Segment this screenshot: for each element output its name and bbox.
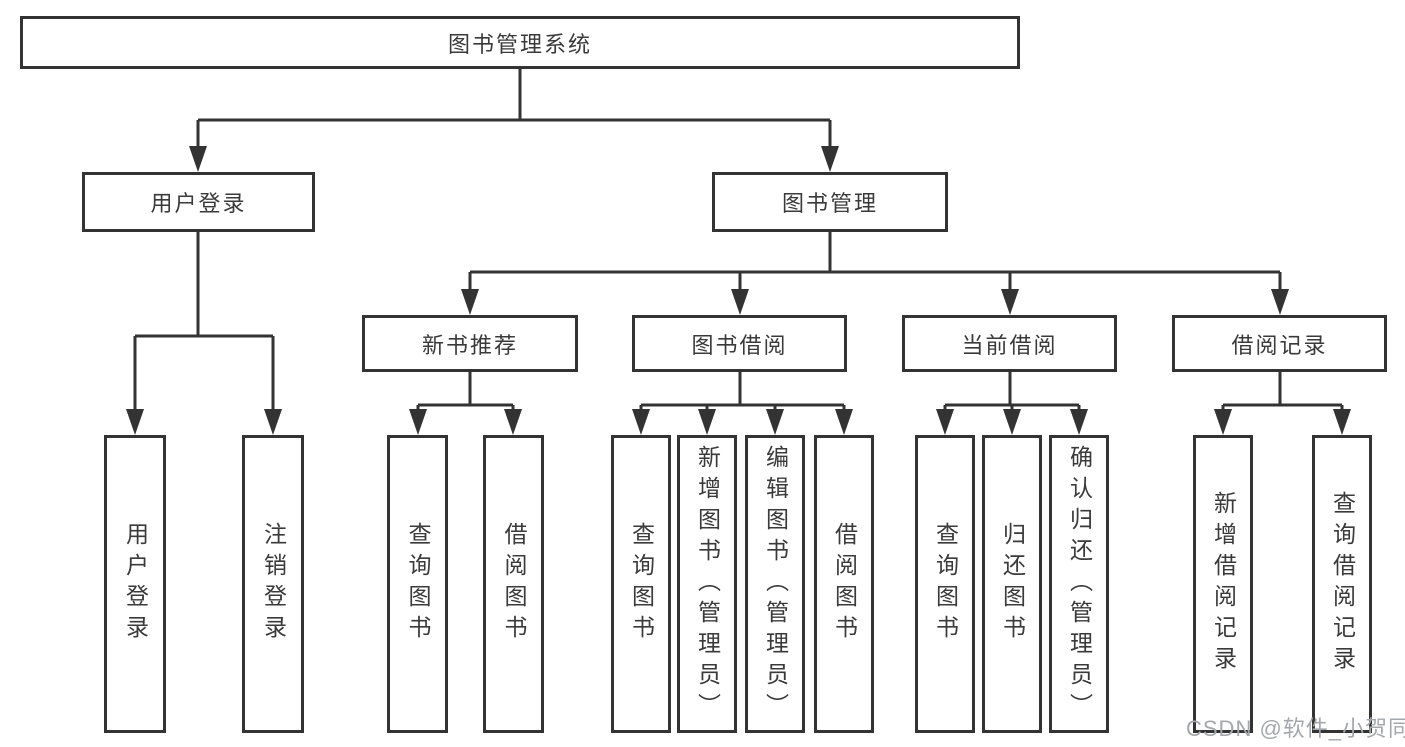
leaf-label: 查询图书	[628, 522, 655, 646]
node-user-login: 用户登录	[82, 172, 315, 232]
leaf-label: 借阅图书	[501, 522, 527, 646]
node-new-book-recommend: 新书推荐	[362, 315, 578, 372]
connector-book-management-children	[461, 232, 1289, 315]
node-leaf-borrow-books-2: 借阅图书	[814, 435, 874, 733]
connector-book-borrow-children	[632, 372, 853, 435]
csdn-watermark: CSDN @软件_小贺同学	[1186, 716, 1405, 741]
node-leaf-confirm-return-admin: 确认归还（管理员）	[1049, 435, 1109, 733]
leaf-label: 查询借阅记录	[1329, 491, 1356, 677]
node-leaf-query-borrow-record: 查询借阅记录	[1312, 435, 1372, 733]
node-leaf-add-book-admin: 新增图书（管理员）	[677, 435, 737, 733]
leaf-label: 新增图书（管理员）	[694, 444, 721, 724]
node-leaf-logout: 注销登录	[242, 435, 304, 733]
node-leaf-query-books-3: 查询图书	[915, 435, 975, 733]
node-book-management: 图书管理	[712, 172, 948, 232]
node-current-borrow: 当前借阅	[902, 315, 1117, 372]
node-borrow-records: 借阅记录	[1172, 315, 1387, 372]
connector-user-login-children	[126, 232, 282, 435]
leaf-label: 新增借阅记录	[1210, 491, 1237, 677]
leaf-label: 归还图书	[999, 522, 1026, 646]
node-leaf-user-login: 用户登录	[104, 435, 166, 733]
node-leaf-return-book: 归还图书	[982, 435, 1042, 733]
node-leaf-add-borrow-record: 新增借阅记录	[1193, 435, 1253, 733]
leaf-label: 确认归还（管理员）	[1066, 444, 1093, 724]
connector-new-book-recommend-children	[409, 372, 522, 435]
connector-borrow-records-children	[1214, 372, 1351, 435]
leaf-label: 借阅图书	[831, 522, 858, 646]
node-leaf-query-books-2: 查询图书	[611, 435, 671, 733]
node-root-system: 图书管理系统	[20, 16, 1020, 69]
node-leaf-edit-book-admin: 编辑图书（管理员）	[745, 435, 805, 733]
node-leaf-borrow-books-1: 借阅图书	[483, 435, 544, 733]
connector-current-borrow-children	[936, 372, 1088, 435]
node-leaf-query-books-1: 查询图书	[387, 435, 448, 733]
connector-root-to-level2	[189, 68, 839, 172]
leaf-label: 注销登录	[260, 522, 287, 646]
leaf-label: 用户登录	[122, 522, 149, 646]
leaf-label: 查询图书	[932, 522, 959, 646]
leaf-label: 查询图书	[405, 522, 431, 646]
leaf-label: 编辑图书（管理员）	[762, 444, 789, 724]
node-book-borrow: 图书借阅	[632, 315, 847, 372]
